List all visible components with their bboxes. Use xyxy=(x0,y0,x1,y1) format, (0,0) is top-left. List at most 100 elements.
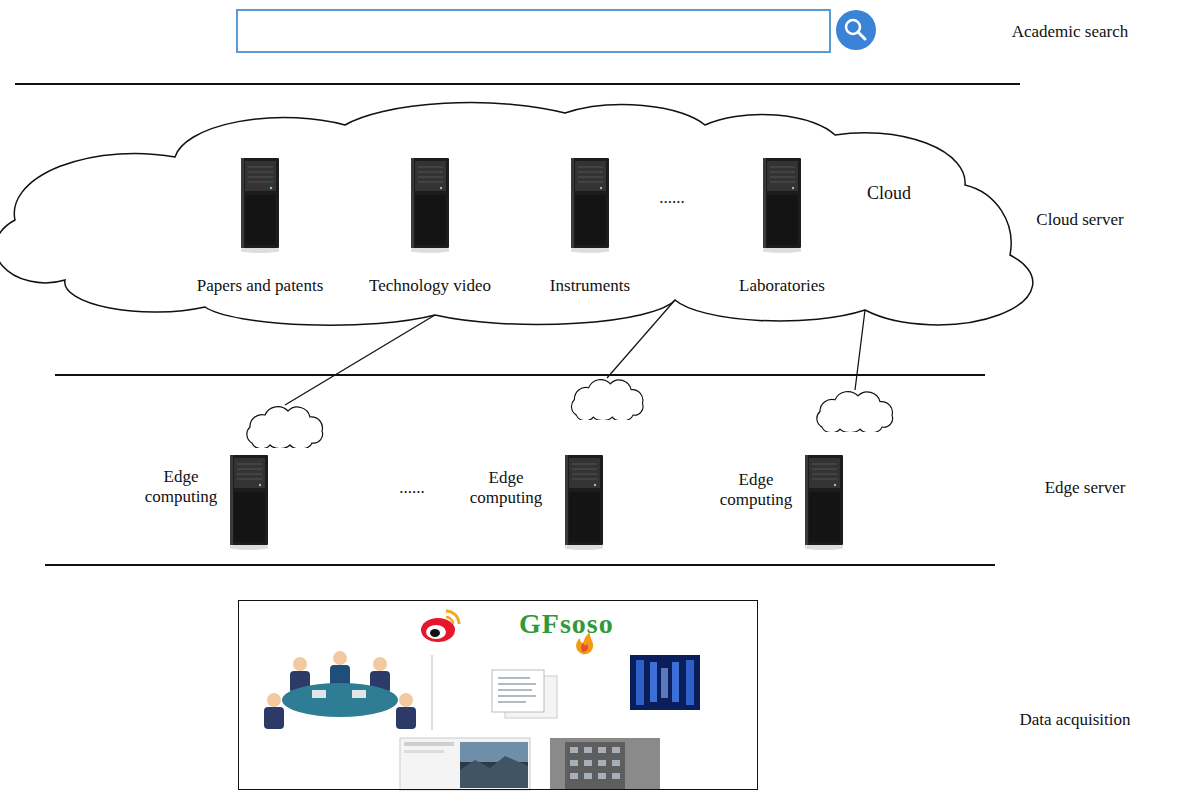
weibo-eye xyxy=(426,625,446,639)
building-picture xyxy=(550,738,660,790)
weibo-wave xyxy=(446,611,459,624)
layer-divider xyxy=(55,374,985,376)
server-slot xyxy=(578,177,603,178)
server-slot xyxy=(237,469,262,470)
search-button xyxy=(836,10,876,50)
search-box xyxy=(237,10,876,52)
aisle-light xyxy=(661,668,668,698)
server-icon xyxy=(241,158,279,254)
flame-core xyxy=(581,643,588,652)
server-slot xyxy=(418,182,443,183)
edge-server-node: Edge computing xyxy=(465,378,650,545)
text-lines xyxy=(498,678,536,702)
cloud-shape xyxy=(247,407,323,448)
weibo-wave xyxy=(446,617,453,624)
node-text: GFsoso xyxy=(519,607,614,641)
server-room xyxy=(630,655,700,710)
server-slot xyxy=(770,172,795,173)
person-head xyxy=(373,657,387,671)
layer-label: Data acquisition xyxy=(1020,710,1131,730)
server-slot xyxy=(578,167,603,168)
magnifier-handle xyxy=(858,32,865,39)
server-holder xyxy=(230,455,268,551)
node-text: Edge computing xyxy=(140,467,222,508)
server-slot xyxy=(418,177,443,178)
server-slot xyxy=(812,479,837,480)
node-text: Edge computing xyxy=(465,468,547,509)
server-slot xyxy=(812,464,837,465)
server-slot xyxy=(812,474,837,475)
person-body xyxy=(396,707,416,729)
person-head xyxy=(399,693,413,707)
rack xyxy=(672,662,679,702)
server-slot xyxy=(237,479,262,480)
window xyxy=(570,760,578,766)
window xyxy=(598,773,606,779)
layer-divider xyxy=(45,564,995,566)
server-led xyxy=(600,187,602,189)
server-slot xyxy=(572,464,597,465)
menu-bar xyxy=(404,750,444,753)
server-slot xyxy=(237,474,262,475)
ellipsis: ...... xyxy=(659,188,685,208)
server-led xyxy=(594,484,596,486)
server-slot xyxy=(578,172,603,173)
server-panel xyxy=(415,161,446,191)
server-edge xyxy=(763,158,766,248)
server-slot xyxy=(770,182,795,183)
node-text: Laboratories xyxy=(739,276,825,296)
server-case xyxy=(805,455,843,545)
window xyxy=(584,773,592,779)
person-head xyxy=(333,651,347,665)
meeting-picture xyxy=(264,651,432,730)
text-line xyxy=(498,689,532,691)
server-slot xyxy=(248,182,273,183)
node-text: Cloud xyxy=(867,183,911,205)
windows xyxy=(570,747,620,779)
edge-cloud xyxy=(565,378,650,420)
cloud-server-node: Technology video xyxy=(369,158,491,296)
server-room-picture xyxy=(630,655,700,710)
window xyxy=(612,760,620,766)
server-led xyxy=(792,187,794,189)
window xyxy=(612,773,620,779)
cloud-outline xyxy=(5,95,1020,322)
edge-cloud xyxy=(810,390,900,432)
cloud-server-node: Laboratories xyxy=(739,158,825,296)
server-slot xyxy=(418,172,443,173)
server-icon xyxy=(763,158,801,254)
document-picture xyxy=(492,670,557,718)
server-slot xyxy=(572,469,597,470)
window xyxy=(570,773,578,779)
cloud-shape xyxy=(817,392,893,432)
server-slot xyxy=(770,167,795,168)
edge-cloud xyxy=(240,405,330,448)
text-line xyxy=(498,677,530,679)
server-case xyxy=(565,455,603,545)
server-slot xyxy=(248,177,273,178)
server-door xyxy=(245,195,276,245)
server-case xyxy=(571,158,609,248)
node-text: Instruments xyxy=(550,276,630,296)
server-panel xyxy=(767,161,798,191)
server-icon xyxy=(805,455,843,551)
building xyxy=(565,742,625,790)
rack xyxy=(650,662,657,702)
person-head xyxy=(267,693,281,707)
laptop xyxy=(352,690,366,698)
menu-bar xyxy=(404,742,454,746)
server-panel xyxy=(569,458,600,488)
server-holder xyxy=(805,455,843,551)
server-edge xyxy=(230,455,233,545)
window xyxy=(584,747,592,753)
cloud-shape xyxy=(0,103,1033,326)
skyline xyxy=(460,756,528,788)
server-panel xyxy=(809,458,840,488)
server-holder xyxy=(565,455,603,551)
connector-line xyxy=(285,315,435,405)
edge-server-node: Edge computing xyxy=(140,405,330,545)
server-door xyxy=(569,492,600,542)
server-slot xyxy=(578,182,603,183)
